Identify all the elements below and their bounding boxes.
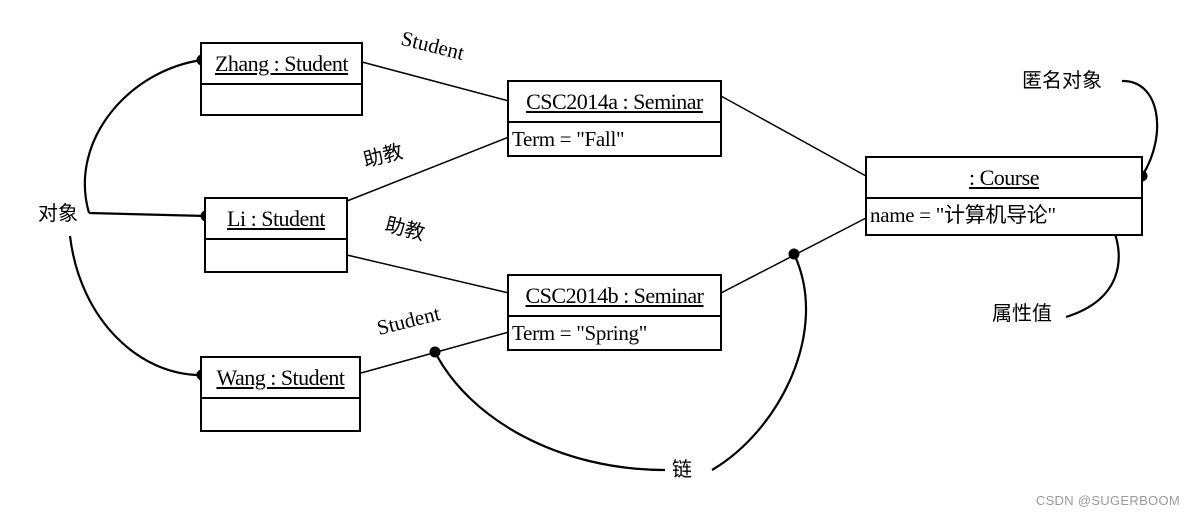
object-csc2014b: CSC2014b : Seminar Term = "Spring" <box>507 274 722 351</box>
link-pointer-left <box>434 351 666 472</box>
object-wang-attributes <box>202 399 359 432</box>
object-pointer-zhang <box>83 58 203 214</box>
dot-link-left <box>429 346 441 358</box>
object-li-attributes <box>206 240 346 273</box>
object-course-attributes: name = "计算机导论" <box>870 203 1056 227</box>
object-csc2014a: CSC2014a : Seminar Term = "Fall" <box>507 80 722 157</box>
link-li-csc2014a <box>346 136 510 202</box>
object-pointer-li <box>88 211 207 218</box>
object-csc2014a-attributes: Term = "Fall" <box>512 127 625 151</box>
annotation-link: 链 <box>672 457 692 481</box>
annotation-anonymous-object: 匿名对象 <box>1022 68 1102 92</box>
object-course-header: : Course <box>867 158 1141 199</box>
link-pointer-right <box>711 253 808 471</box>
object-zhang-header: Zhang : Student <box>202 44 361 85</box>
object-zhang-attributes <box>202 85 361 118</box>
object-pointer-wang <box>68 235 203 377</box>
object-course: : Course name = "计算机导论" <box>865 156 1143 236</box>
link-li-csc2014b <box>346 254 510 294</box>
link-csc2014a-course <box>720 95 867 177</box>
link-zhang-csc2014a <box>361 61 510 102</box>
watermark: CSDN @SUGERBOOM <box>1035 493 1180 508</box>
annotation-object: 对象 <box>38 201 78 225</box>
object-zhang: Zhang : Student <box>200 42 363 116</box>
object-csc2014b-attributes: Term = "Spring" <box>512 321 648 345</box>
annotation-attribute-value: 属性值 <box>992 301 1052 325</box>
object-csc2014a-header: CSC2014a : Seminar <box>509 82 720 123</box>
object-li-header: Li : Student <box>206 199 346 240</box>
object-csc2014b-header: CSC2014b : Seminar <box>509 276 720 317</box>
dot-link-right <box>788 248 800 260</box>
object-wang: Wang : Student <box>200 356 361 432</box>
object-li: Li : Student <box>204 197 348 273</box>
object-wang-header: Wang : Student <box>202 358 359 399</box>
anonymous-object-pointer <box>1121 79 1159 177</box>
